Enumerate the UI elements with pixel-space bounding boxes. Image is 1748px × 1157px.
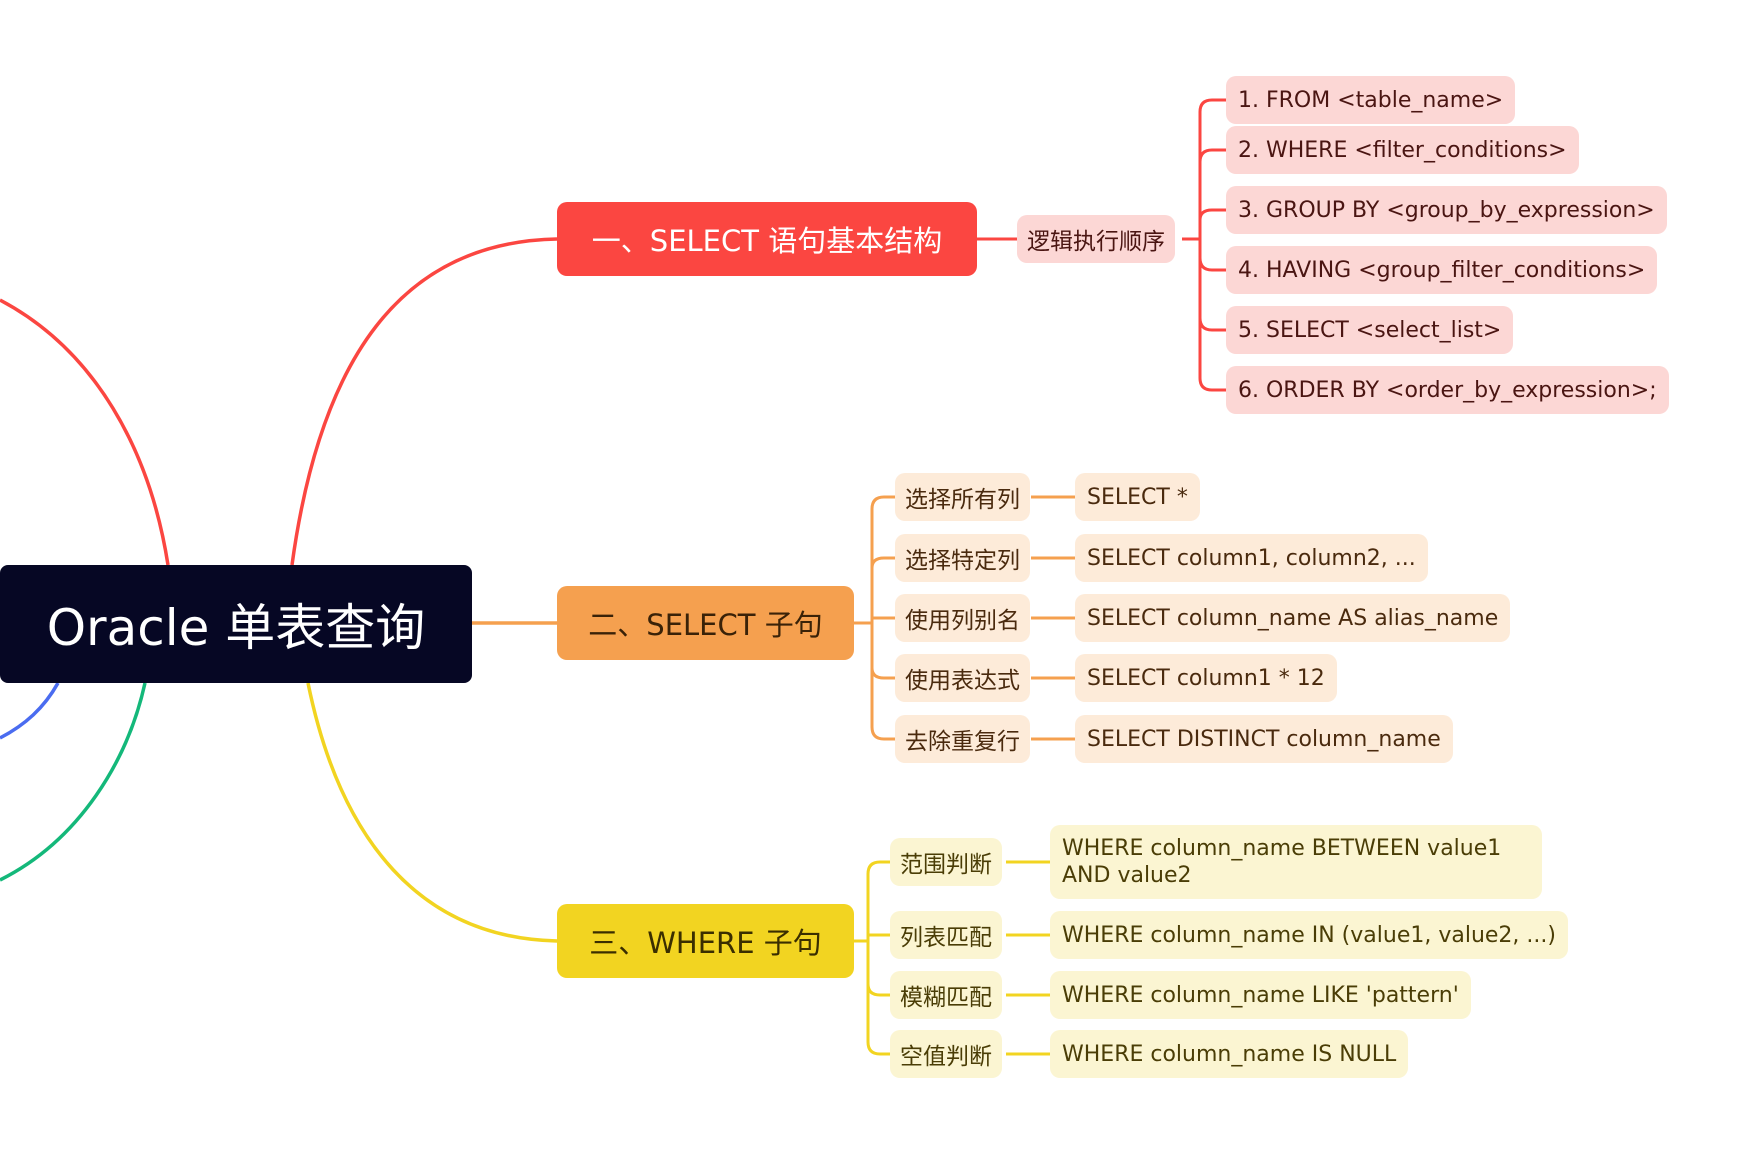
- leaf-select-columns[interactable]: SELECT column1, column2, ...: [1075, 534, 1428, 582]
- leaf-label: SELECT column1, column2, ...: [1087, 545, 1416, 571]
- subtopic-null-check[interactable]: 空值判断: [890, 1030, 1002, 1078]
- subtopic-label: 逻辑执行顺序: [1027, 229, 1165, 255]
- leaf-where-like[interactable]: WHERE column_name LIKE 'pattern': [1050, 971, 1471, 1019]
- topic-select-structure[interactable]: 一、SELECT 语句基本结构: [557, 202, 977, 276]
- leaf-step-6[interactable]: 6. ORDER BY <order_by_expression>;: [1226, 366, 1669, 414]
- topic-label: 二、SELECT 子句: [588, 608, 823, 642]
- subtopic-column-alias[interactable]: 使用列别名: [895, 594, 1030, 642]
- topic-label: 三、WHERE 子句: [589, 926, 822, 960]
- connector-red-leaf-4: [1198, 257, 1226, 272]
- leaf-where-null[interactable]: WHERE column_name IS NULL: [1050, 1030, 1409, 1078]
- connector-orange-sub-4: [870, 667, 895, 680]
- subtopic-select-all[interactable]: 选择所有列: [895, 473, 1030, 521]
- leaf-label: 4. HAVING <group_filter_conditions>: [1238, 257, 1646, 283]
- leaf-label: 2. WHERE <filter_conditions>: [1238, 137, 1567, 163]
- subtopic-range[interactable]: 范围判断: [890, 838, 1002, 886]
- topic-label: 一、SELECT 语句基本结构: [591, 224, 943, 258]
- subtopic-expression[interactable]: 使用表达式: [895, 654, 1030, 702]
- leaf-step-2[interactable]: 2. WHERE <filter_conditions>: [1226, 126, 1579, 174]
- leaf-step-4[interactable]: 4. HAVING <group_filter_conditions>: [1226, 246, 1658, 294]
- leaf-label: SELECT column1 * 12: [1087, 665, 1325, 691]
- connector-yellow-bus: [866, 860, 881, 1056]
- connector-root-red: [290, 237, 558, 566]
- subtopic-label: 空值判断: [900, 1044, 992, 1070]
- leaf-label: 6. ORDER BY <order_by_expression>;: [1238, 377, 1657, 403]
- topic-select-clause[interactable]: 二、SELECT 子句: [557, 586, 854, 660]
- leaf-select-expression[interactable]: SELECT column1 * 12: [1075, 654, 1337, 702]
- leaf-label: WHERE column_name IS NULL: [1062, 1041, 1397, 1067]
- subtopic-label: 选择特定列: [905, 548, 1020, 574]
- root-topic[interactable]: Oracle 单表查询: [0, 565, 472, 683]
- leaf-label: 3. GROUP BY <group_by_expression>: [1238, 197, 1655, 223]
- leaf-label: WHERE column_name BETWEEN value1 AND val…: [1062, 836, 1502, 888]
- leaf-label: WHERE column_name IN (value1, value2, ..…: [1062, 922, 1556, 948]
- connector-red-bus: [1198, 98, 1213, 392]
- subtopic-label: 范围判断: [900, 852, 992, 878]
- subtopic-label: 使用列别名: [905, 608, 1020, 634]
- leaf-select-distinct[interactable]: SELECT DISTINCT column_name: [1075, 715, 1453, 763]
- subtopic-list-match[interactable]: 列表匹配: [890, 911, 1002, 959]
- leaf-label: SELECT *: [1087, 484, 1188, 510]
- leaf-step-5[interactable]: 5. SELECT <select_list>: [1226, 306, 1514, 354]
- leaf-label: SELECT DISTINCT column_name: [1087, 726, 1441, 752]
- leaf-label: SELECT column_name AS alias_name: [1087, 605, 1499, 631]
- leaf-where-in[interactable]: WHERE column_name IN (value1, value2, ..…: [1050, 911, 1568, 959]
- connector-root-yellow: [306, 682, 558, 943]
- subtopic-label: 模糊匹配: [900, 985, 992, 1011]
- leaf-step-3[interactable]: 3. GROUP BY <group_by_expression>: [1226, 186, 1667, 234]
- leaf-label: 5. SELECT <select_list>: [1238, 317, 1502, 343]
- leaf-where-between[interactable]: WHERE column_name BETWEEN value1 AND val…: [1050, 825, 1542, 899]
- leaf-select-alias[interactable]: SELECT column_name AS alias_name: [1075, 594, 1511, 642]
- connector-red-leaf-2: [1198, 148, 1226, 163]
- subtopic-select-specific[interactable]: 选择特定列: [895, 534, 1030, 582]
- connector-offscreen-blue: [0, 682, 60, 740]
- connector-red-leaf-5: [1198, 317, 1226, 332]
- connector-red-leaf-3: [1198, 208, 1226, 221]
- subtopic-label: 使用表达式: [905, 668, 1020, 694]
- leaf-select-star[interactable]: SELECT *: [1075, 473, 1200, 521]
- subtopic-fuzzy-match[interactable]: 模糊匹配: [890, 971, 1002, 1019]
- root-topic-label: Oracle 单表查询: [46, 599, 426, 657]
- subtopic-label: 去除重复行: [905, 729, 1020, 755]
- leaf-label: WHERE column_name LIKE 'pattern': [1062, 982, 1459, 1008]
- leaf-step-1[interactable]: 1. FROM <table_name>: [1226, 76, 1516, 124]
- subtopic-distinct[interactable]: 去除重复行: [895, 715, 1030, 763]
- connector-offscreen-green: [0, 682, 147, 882]
- subtopic-label: 选择所有列: [905, 487, 1020, 513]
- topic-where-clause[interactable]: 三、WHERE 子句: [557, 904, 854, 978]
- leaf-label: 1. FROM <table_name>: [1238, 87, 1504, 113]
- connector-yellow-sub-3: [866, 983, 890, 997]
- connector-offscreen-red: [0, 298, 170, 566]
- connector-orange-sub-2: [870, 556, 895, 569]
- subtopic-execution-order[interactable]: 逻辑执行顺序: [1017, 215, 1175, 263]
- subtopic-label: 列表匹配: [900, 925, 992, 951]
